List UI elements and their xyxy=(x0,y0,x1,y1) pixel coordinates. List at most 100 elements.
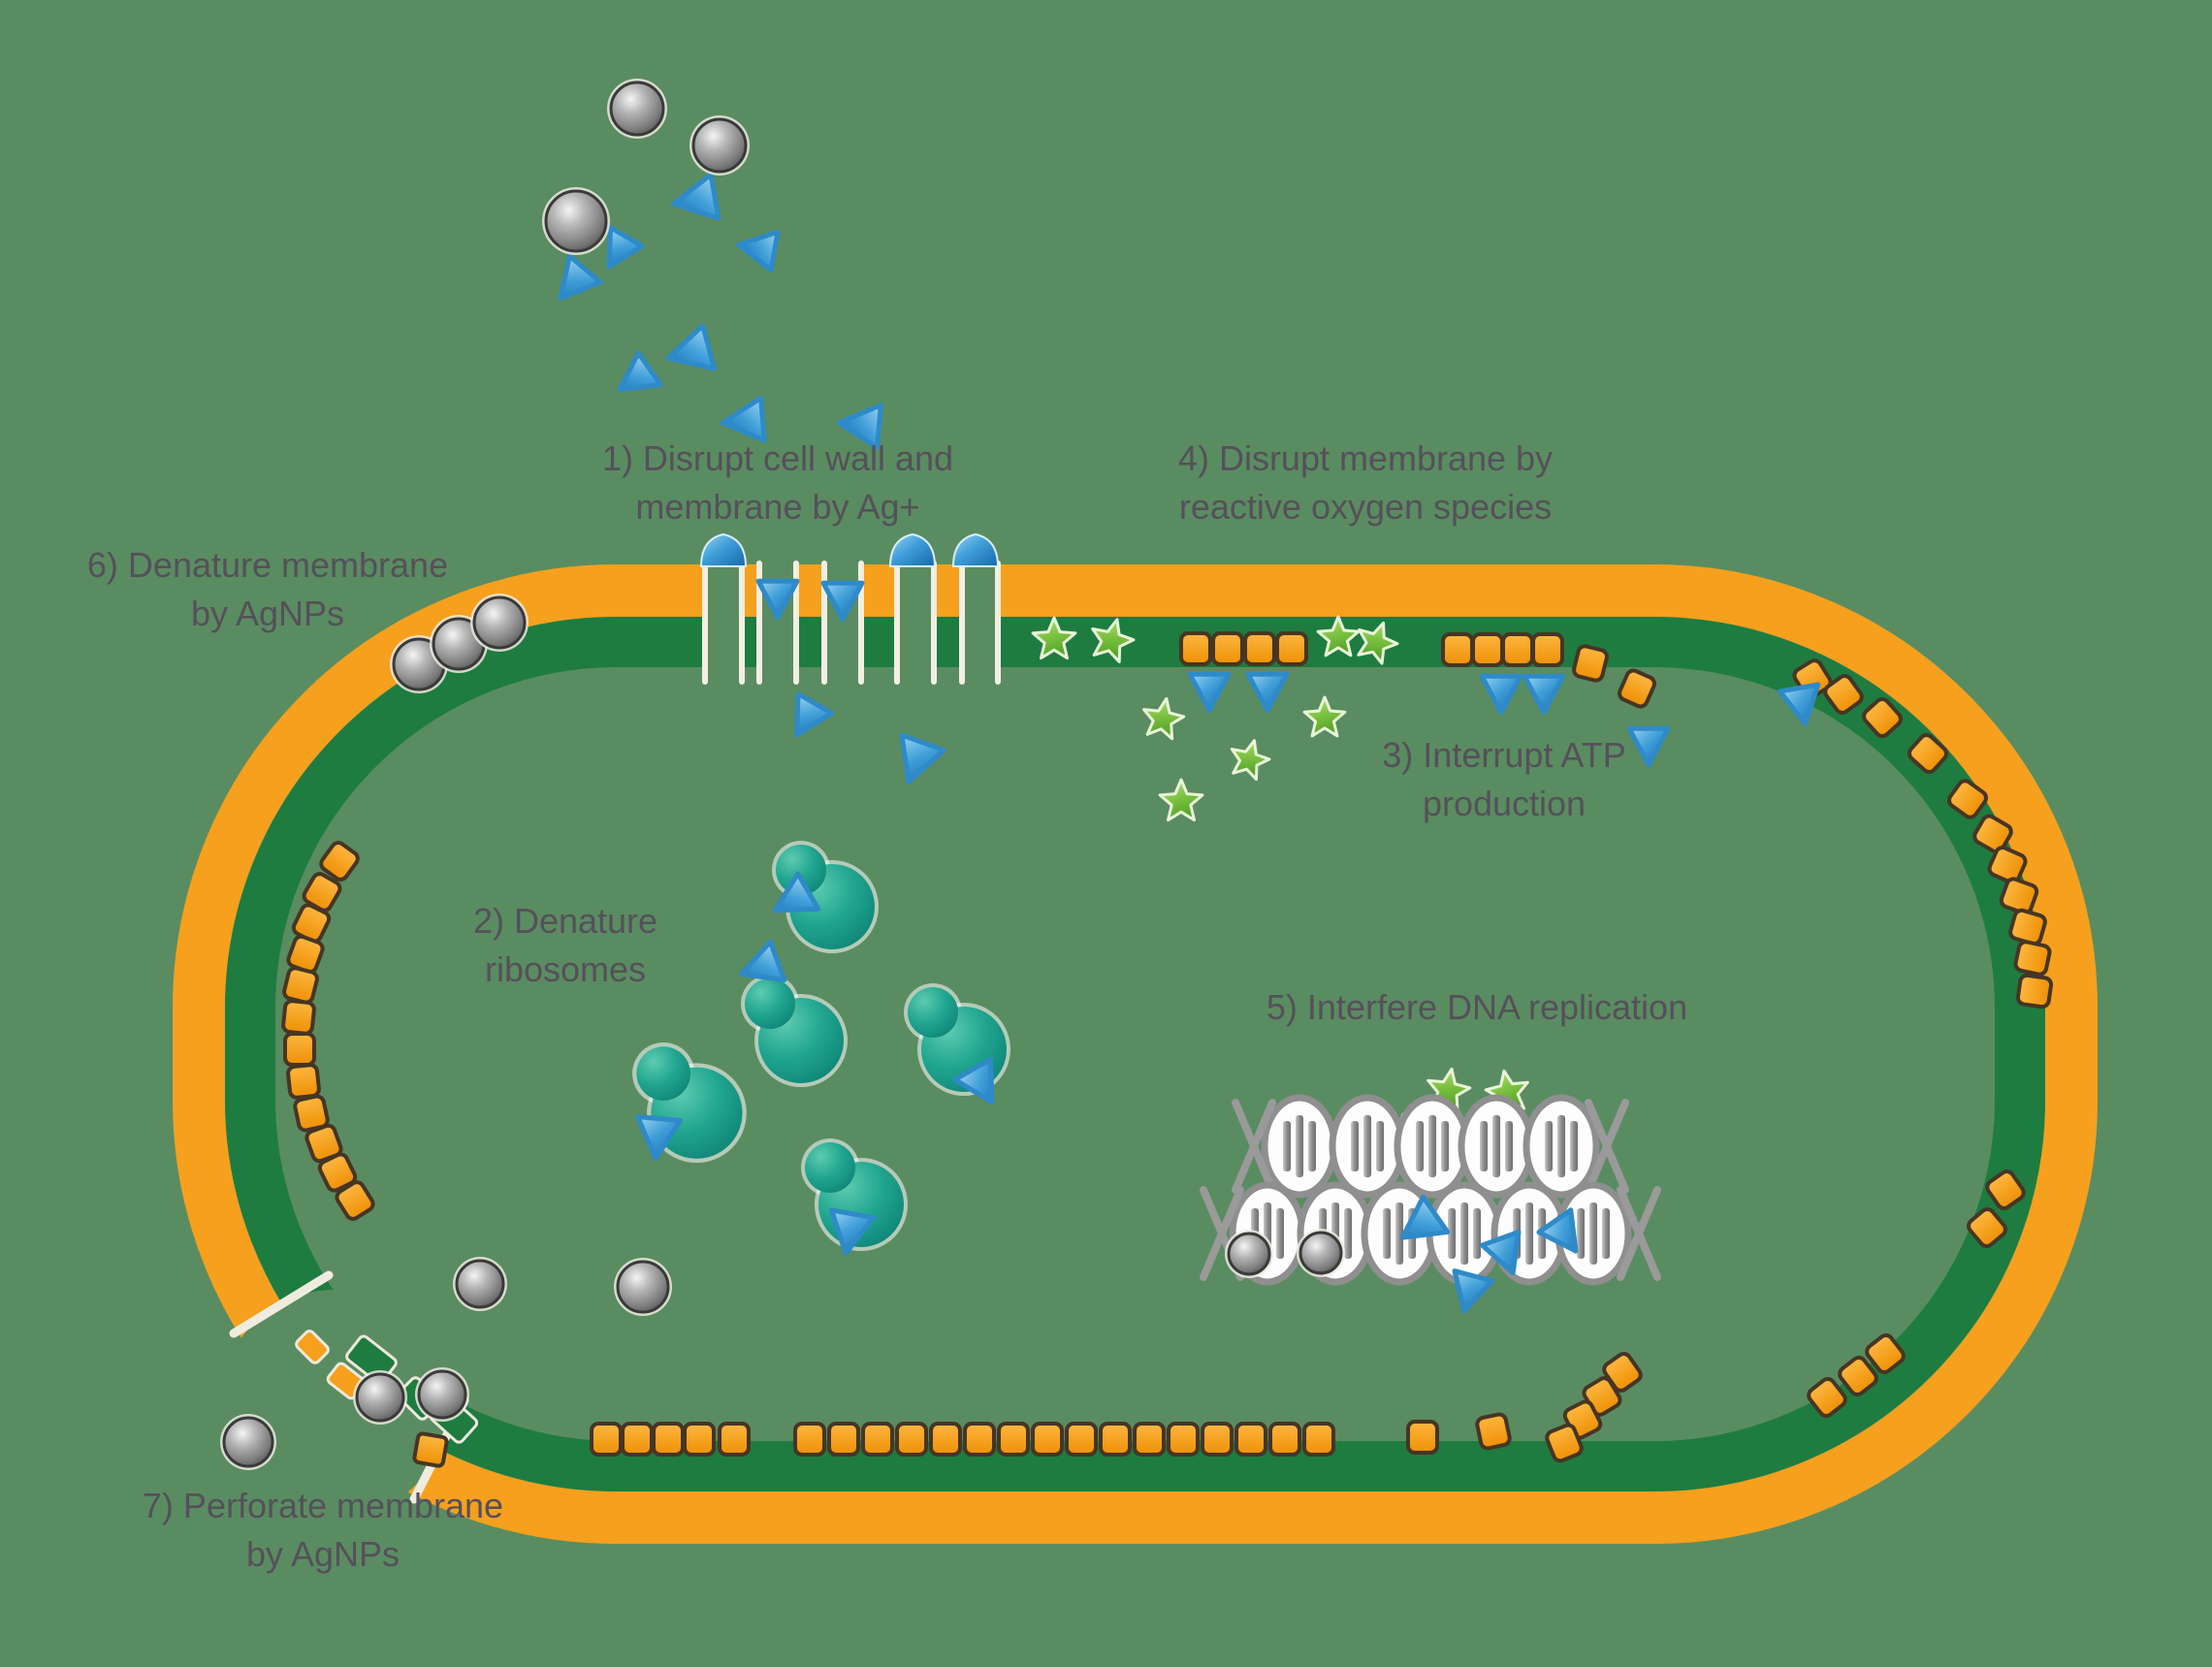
agnp-sphere-icon xyxy=(691,117,748,174)
atp-square-icon xyxy=(1501,632,1534,667)
atp-square-icon xyxy=(1065,1422,1098,1457)
ros-star-icon xyxy=(1316,615,1361,657)
label-mech-7-line1: 7) Perforate membrane xyxy=(142,1486,504,1525)
membrane-channel xyxy=(762,557,793,692)
agnp-sphere-icon xyxy=(609,80,665,137)
silver-ion-triangle-icon xyxy=(670,172,721,221)
ros-star-icon xyxy=(1142,696,1186,741)
silver-ion-triangle-icon xyxy=(1626,725,1671,768)
dna-strand-end xyxy=(1585,1099,1629,1194)
silver-ion-triangle-icon xyxy=(829,1207,877,1257)
atp-square-icon xyxy=(1531,632,1564,667)
silver-ion-triangle-icon xyxy=(794,690,835,738)
membrane-channel xyxy=(965,557,995,692)
atp-square-icon xyxy=(1545,1423,1584,1463)
atp-square-icon xyxy=(861,1422,894,1457)
dna-base-bar xyxy=(1448,1208,1456,1259)
channel-wall xyxy=(995,561,1001,685)
dna-base-bar xyxy=(1416,1121,1424,1171)
silver-ion-triangle-icon xyxy=(1536,1207,1579,1254)
label-mech-5: 5) Interfere DNA replication xyxy=(1266,983,1687,1032)
ros-star-icon xyxy=(1158,778,1204,822)
ribosome-icon xyxy=(772,841,879,953)
dna-base-bar xyxy=(1473,1208,1481,1259)
dna-base-bar xyxy=(1351,1121,1359,1171)
atp-square-icon xyxy=(1268,1422,1301,1457)
atp-square-icon xyxy=(1947,779,1988,819)
atp-square-icon xyxy=(1179,631,1212,666)
atp-square-icon xyxy=(1618,668,1656,709)
atp-square-icon xyxy=(621,1422,654,1457)
silver-ion-dome-icon xyxy=(888,532,937,567)
label-mech-2: 2) Denature ribosomes xyxy=(473,897,657,994)
silver-ion-triangle-icon xyxy=(1479,1229,1522,1276)
channel-wall xyxy=(894,561,900,685)
atp-square-icon xyxy=(793,1422,826,1457)
channel-wall xyxy=(931,561,937,685)
ros-star-icon xyxy=(1031,616,1077,660)
label-mech-4-line1: 4) Disrupt membrane by xyxy=(1177,438,1554,478)
label-mech-4-line2: reactive oxygen species xyxy=(1178,487,1553,527)
atp-square-icon xyxy=(286,1063,321,1100)
dna-strand-end xyxy=(1617,1186,1661,1281)
agnp-sphere-icon xyxy=(472,595,527,650)
silver-ion-triangle-icon xyxy=(899,732,946,785)
ribosome-lobe xyxy=(908,987,958,1038)
atp-square-icon xyxy=(1167,1422,1200,1457)
membrane-fragment xyxy=(412,1431,449,1468)
atp-square-icon xyxy=(1823,674,1864,715)
label-mech-4: 4) Disrupt membrane by reactive oxygen s… xyxy=(1178,434,1553,531)
dna-base-bar xyxy=(1363,1115,1371,1177)
dna-base-bar xyxy=(1545,1121,1553,1171)
silver-ion-triangle-icon xyxy=(606,225,645,270)
ros-star-icon xyxy=(1302,695,1347,738)
ros-star-icon xyxy=(1230,739,1271,782)
dna-base-bar xyxy=(1525,1202,1533,1265)
dna-base-bar xyxy=(1441,1121,1449,1171)
silver-ion-triangle-icon xyxy=(635,1114,684,1162)
silver-ion-triangle-icon xyxy=(736,229,781,273)
atp-square-icon xyxy=(827,1422,860,1457)
membrane-perforation xyxy=(220,1290,449,1519)
agnp-sphere-icon xyxy=(1298,1231,1343,1275)
agnp-sphere-icon xyxy=(544,189,608,253)
dna-base-bar xyxy=(1283,1121,1291,1171)
label-mech-3-line1: 3) Interrupt ATP xyxy=(1382,735,1626,775)
dna-base-bar xyxy=(1570,1121,1578,1171)
ribosome-icon xyxy=(632,1042,747,1164)
label-mech-5-line1: 5) Interfere DNA replication xyxy=(1266,987,1688,1027)
channel-wall xyxy=(793,561,799,685)
dna-base-bar xyxy=(1376,1121,1384,1171)
silver-ion-triangle-icon xyxy=(952,1056,995,1106)
atp-square-icon xyxy=(1572,644,1609,683)
atp-square-icon xyxy=(963,1422,996,1457)
silver-ion-triangle-icon xyxy=(1522,673,1566,716)
dna-strand-end xyxy=(1232,1099,1276,1194)
label-mech-6-line2: by AgNPs xyxy=(190,593,345,633)
dna-strand-end xyxy=(1200,1186,1244,1281)
label-mech-1-line1: 1) Disrupt cell wall and xyxy=(601,438,954,478)
silver-ion-dome-icon xyxy=(699,532,748,567)
silver-ion-dome-icon xyxy=(951,532,1000,567)
atp-square-icon xyxy=(1471,632,1504,667)
silver-ion-triangle-icon xyxy=(720,395,767,443)
dna-base-bar xyxy=(1557,1115,1565,1177)
ros-star-icon xyxy=(1357,621,1399,665)
atp-square-icon xyxy=(718,1422,751,1457)
atp-square-icon xyxy=(1099,1422,1132,1457)
atp-square-icon xyxy=(283,1032,316,1067)
ribosome-lobe xyxy=(805,1142,855,1193)
silver-ion-triangle-icon xyxy=(836,402,883,451)
silver-ion-triangle-icon xyxy=(772,871,821,914)
silver-ion-triangle-icon xyxy=(1452,1268,1495,1314)
atp-square-icon xyxy=(1838,1355,1878,1397)
silver-ion-triangle-icon xyxy=(1777,682,1821,726)
dna-base-bar xyxy=(1395,1202,1403,1265)
atp-square-icon xyxy=(1302,1422,1335,1457)
channel-wall xyxy=(959,561,965,685)
membrane-fragment xyxy=(295,1330,330,1364)
atp-square-icon xyxy=(1999,877,2039,915)
atp-square-icon xyxy=(895,1422,928,1457)
